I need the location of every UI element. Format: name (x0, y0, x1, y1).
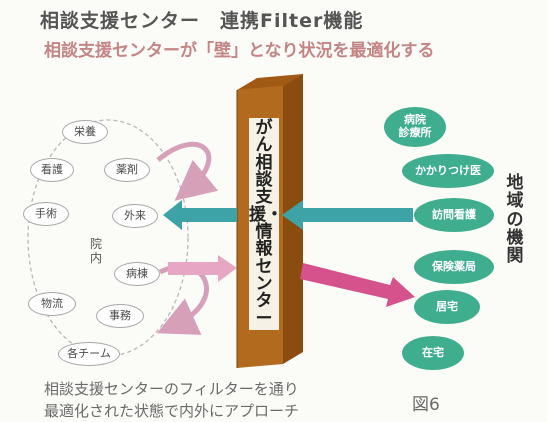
figure-label: 図6 (412, 395, 440, 415)
teal-arrow-left (163, 200, 237, 230)
node-kango: 看護 (30, 158, 74, 182)
node-teams: 各チーム (58, 342, 120, 366)
curve-arrow-upper (156, 141, 219, 201)
pink-arrow-in (168, 255, 237, 282)
node-kakaritsuke: かかりつけ医 (402, 154, 494, 188)
node-hospital: 病院 診療所 (384, 107, 446, 147)
node-byoto: 病棟 (114, 262, 160, 286)
caption-line-1: 相談支援センターのフィルターを通り (44, 380, 299, 398)
node-yakuzai: 薬剤 (104, 158, 150, 182)
caption-line-2: 最適化された状態で内外にアプローチ (44, 402, 300, 420)
wall-label: がん相談支援・情報センター (249, 118, 283, 330)
page-title: 相談支援センター 連携Filter機能 (40, 10, 364, 32)
inside-label: 院内 (90, 237, 103, 265)
node-home1: 居宅 (414, 290, 480, 324)
node-home2: 在宅 (402, 336, 464, 370)
node-jimu: 事務 (96, 304, 144, 328)
teal-arrow-right (282, 200, 413, 230)
node-shujutsu: 手術 (23, 202, 69, 226)
node-hoken: 保険薬局 (414, 250, 494, 284)
curve-arrow-lower (156, 264, 209, 335)
pink-arrow-out (300, 263, 415, 307)
node-gairai: 外来 (112, 204, 158, 228)
page-subtitle: 相談支援センターが「壁」となり状況を最適化する (44, 41, 435, 61)
node-eiyo: 栄養 (62, 120, 108, 144)
region-label: 地域の機関 (506, 173, 524, 267)
node-homon: 訪問看護 (414, 198, 494, 232)
node-butsuryu: 物流 (28, 292, 76, 316)
